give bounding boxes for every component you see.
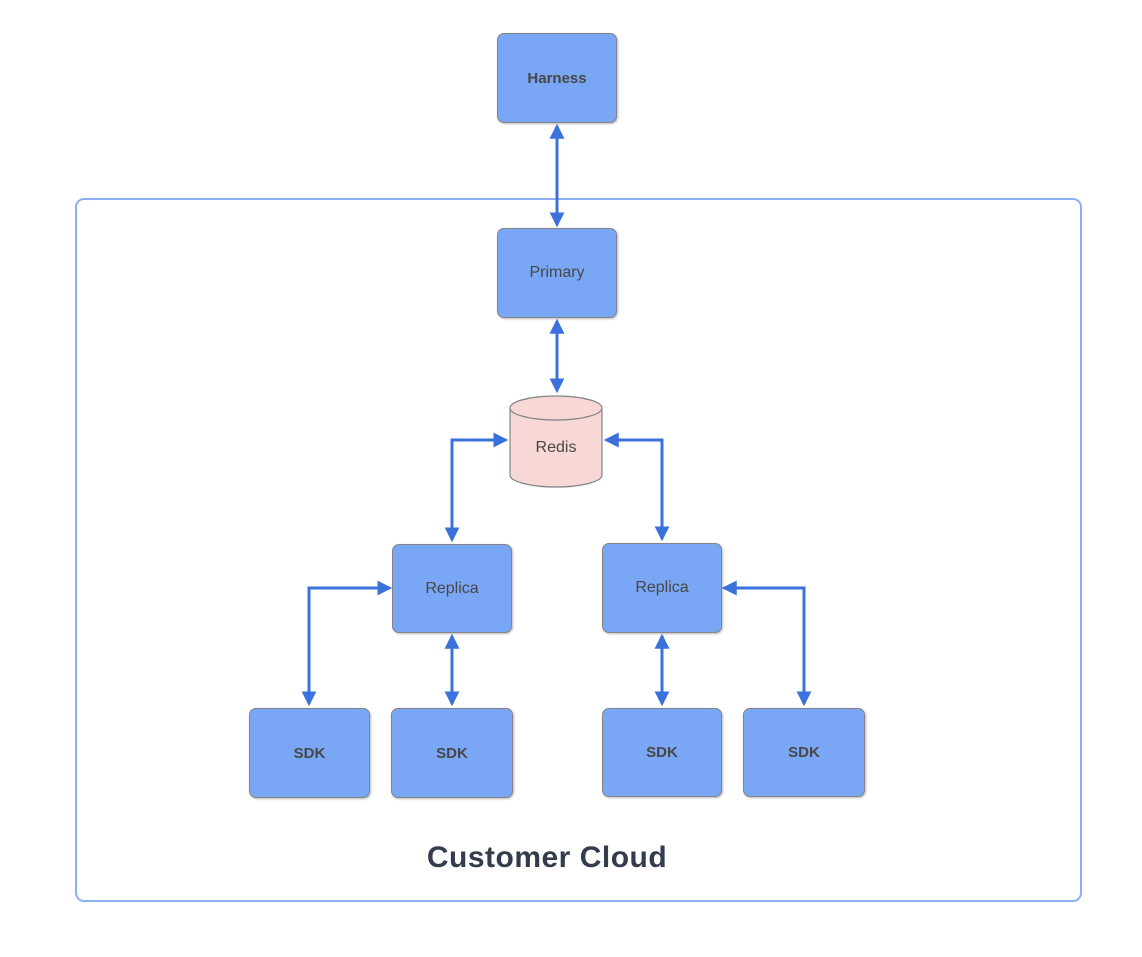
node-replica-left-label: Replica (425, 579, 479, 597)
node-sdk-3-label: SDK (646, 744, 678, 761)
redis-cylinder-icon (509, 395, 603, 488)
node-sdk-2: SDK (391, 708, 513, 798)
node-sdk-2-label: SDK (436, 744, 468, 762)
node-sdk-1: SDK (249, 708, 370, 798)
node-replica-right-label: Replica (635, 579, 689, 596)
node-sdk-1-label: SDK (293, 744, 326, 762)
node-sdk-3: SDK (602, 708, 722, 797)
customer-cloud-boundary (75, 198, 1082, 902)
node-replica-right: Replica (602, 543, 722, 633)
node-primary-label: Primary (529, 264, 585, 281)
node-harness: Harness (497, 33, 617, 123)
node-redis: Redis (509, 395, 603, 488)
customer-cloud-label: Customer Cloud (426, 841, 668, 874)
node-harness-label: Harness (527, 69, 587, 87)
node-replica-left: Replica (392, 544, 512, 633)
node-primary: Primary (497, 228, 617, 318)
node-sdk-4: SDK (743, 708, 865, 797)
node-redis-label: Redis (535, 439, 577, 456)
node-sdk-4-label: SDK (788, 744, 820, 761)
